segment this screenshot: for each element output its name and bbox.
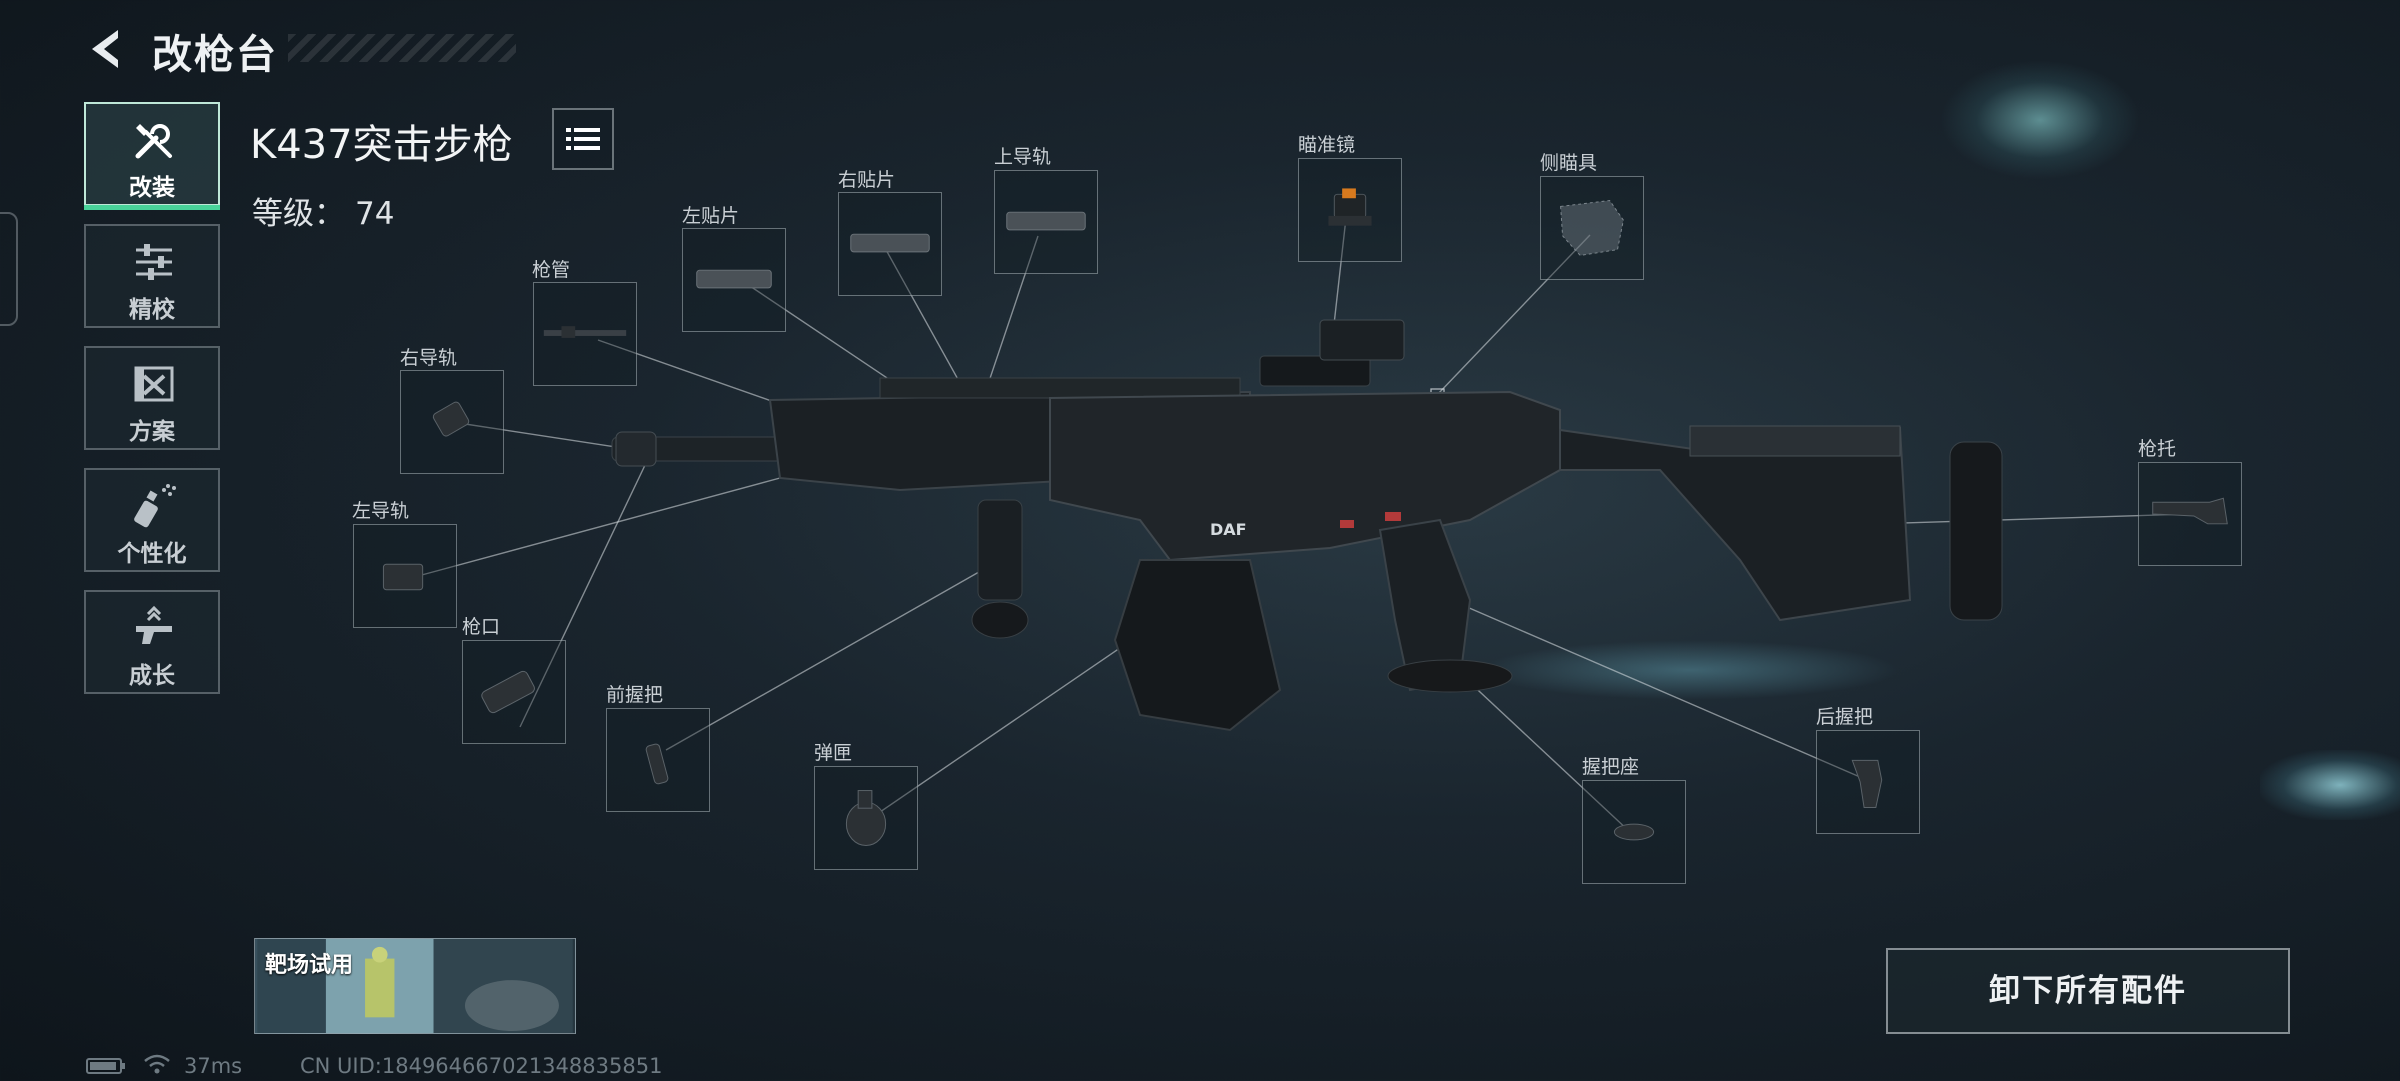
slot-label-right-rail: 右导轨	[400, 347, 458, 369]
slot-label-barrel: 枪管	[532, 259, 571, 281]
weapon-level: 等级： 74	[252, 188, 394, 233]
weapon-list-button[interactable]	[552, 108, 614, 170]
slot-label-muzzle: 枪口	[462, 616, 501, 638]
slot-side-optic[interactable]	[1540, 176, 1644, 280]
battery-icon	[86, 1056, 126, 1081]
slot-barrel[interactable]	[533, 282, 637, 386]
slot-rear-grip[interactable]	[1816, 730, 1920, 834]
slot-magazine[interactable]	[814, 766, 918, 870]
slot-optic[interactable]	[1298, 158, 1402, 262]
slot-foregrip[interactable]	[606, 708, 710, 812]
svg-text:DAF: DAF	[1210, 520, 1247, 539]
range-test-button[interactable]: 靶场试用	[254, 938, 576, 1034]
unequip-all-button[interactable]: 卸下所有配件	[1886, 948, 2290, 1034]
slot-right-panel[interactable]	[838, 192, 942, 296]
side-drawer-handle[interactable]	[0, 212, 18, 326]
tab-label: 成长	[129, 663, 175, 689]
slot-label-grip-mount: 握把座	[1582, 756, 1640, 778]
page-title: 改枪台	[152, 32, 278, 78]
tab-tuning[interactable]: 精校	[84, 224, 220, 328]
weapon-name: K437突击步枪	[250, 122, 513, 168]
tab-plans[interactable]: 方案	[84, 346, 220, 450]
ping-value: 37ms	[184, 1054, 243, 1078]
sliders-icon	[136, 244, 172, 280]
slot-stock[interactable]	[2138, 462, 2242, 566]
tab-label: 改装	[129, 175, 175, 201]
spray-can-icon	[134, 484, 176, 528]
level-label: 等级：	[252, 196, 345, 232]
gun-upgrade-icon	[136, 605, 172, 644]
tools-icon	[135, 124, 172, 159]
tab-modify[interactable]: 改装	[84, 102, 220, 210]
slot-label-top-rail: 上导轨	[994, 146, 1052, 168]
background-light	[1480, 640, 1900, 700]
back-arrow-icon[interactable]	[84, 26, 130, 72]
tab-label: 方案	[129, 419, 175, 445]
tab-growth[interactable]: 成长	[84, 590, 220, 694]
slot-right-rail[interactable]	[400, 370, 504, 474]
slot-grip-mount[interactable]	[1582, 780, 1686, 884]
tab-personalize[interactable]: 个性化	[84, 468, 220, 572]
slot-label-left-rail: 左导轨	[352, 500, 410, 522]
slot-label-right-panel: 右贴片	[838, 169, 896, 191]
slot-top-rail[interactable]	[994, 170, 1098, 274]
tab-label: 精校	[129, 297, 175, 323]
slot-label-side-optic: 侧瞄具	[1540, 152, 1598, 174]
slot-label-rear-grip: 后握把	[1816, 706, 1874, 728]
level-value: 74	[355, 196, 395, 232]
range-preview-image	[257, 939, 573, 1033]
slot-label-magazine: 弹匣	[814, 742, 853, 764]
slot-label-stock: 枪托	[2138, 438, 2177, 460]
slot-muzzle[interactable]	[462, 640, 566, 744]
wifi-icon	[142, 1052, 172, 1081]
range-test-label: 靶场试用	[265, 953, 354, 978]
title-decoration	[288, 34, 516, 62]
slot-left-panel[interactable]	[682, 228, 786, 332]
tab-label: 个性化	[117, 541, 187, 567]
list-icon	[566, 128, 600, 150]
background-light	[1940, 60, 2140, 180]
slot-label-left-panel: 左贴片	[682, 205, 740, 227]
player-uid: CN UID:184964667021348835851	[300, 1054, 663, 1078]
slot-label-foregrip: 前握把	[606, 684, 664, 706]
background-light	[2260, 750, 2400, 820]
slot-left-rail[interactable]	[353, 524, 457, 628]
slot-label-optic: 瞄准镜	[1298, 134, 1356, 156]
blueprint-icon	[134, 366, 174, 402]
